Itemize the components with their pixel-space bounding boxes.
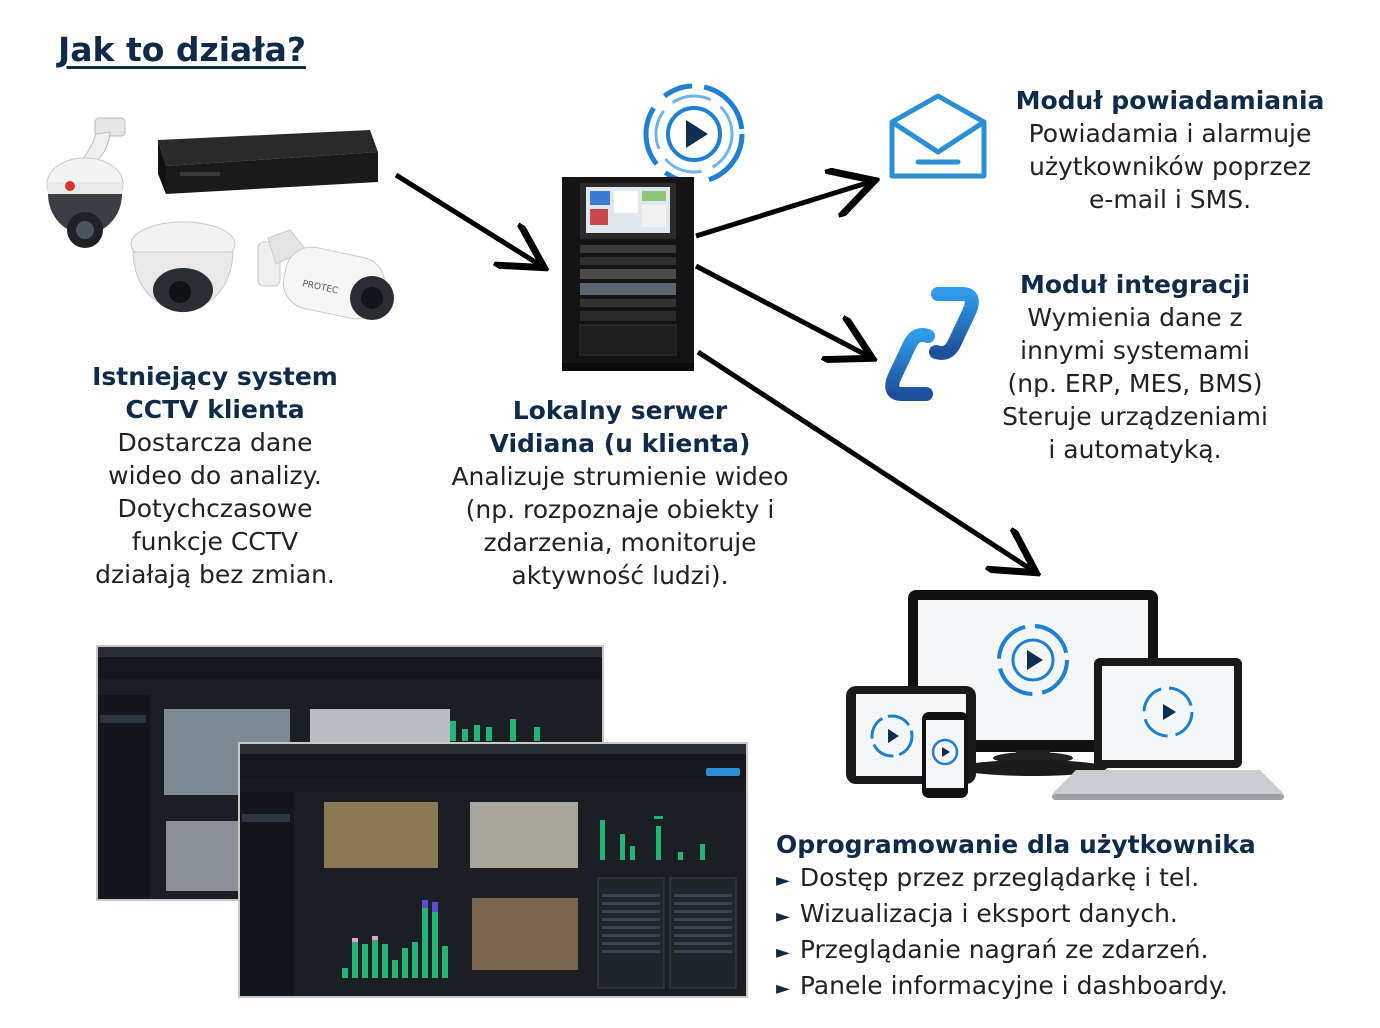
- devices-illustration: [846, 590, 1284, 800]
- bullet-marker-icon: ►: [776, 906, 790, 927]
- integration-module-block: Moduł integracji Wymienia dane z innymi …: [970, 268, 1300, 466]
- vidiana-logo-icon: [643, 83, 745, 185]
- cctv-text-line-1: Dostarcza dane: [117, 428, 313, 457]
- cctv-text-line-2: wideo do analizy.: [108, 461, 322, 490]
- notification-module-block: Moduł powiadamiania Powiadamia i alarmuj…: [990, 84, 1350, 216]
- user-software-heading: Oprogramowanie dla użytkownika: [776, 830, 1256, 859]
- bullet-item: ► Dostęp przez przeglądarkę i tel.: [776, 861, 1346, 897]
- cctv-text-line-5: działają bez zmian.: [95, 560, 335, 589]
- server-block: Lokalny serwer Vidiana (u klienta) Anali…: [400, 394, 840, 592]
- envelope-icon: [889, 93, 987, 179]
- bullet-text: Wizualizacja i eksport danych.: [799, 899, 1178, 928]
- bullet-camera-icon: PROTEC: [257, 229, 394, 320]
- recorder-icon: [158, 130, 378, 194]
- bullet-marker-icon: ►: [776, 942, 790, 963]
- integration-text-line-4: Steruje urządzeniami: [1002, 402, 1268, 431]
- bullet-text: Panele informacyjne i dashboardy.: [799, 971, 1228, 1000]
- arrow-server-to-user: [696, 349, 1032, 570]
- bullet-marker-icon: ►: [776, 870, 790, 891]
- notification-text-line-1: Powiadamia i alarmuje: [1028, 119, 1312, 148]
- dome-camera-icon: [130, 221, 236, 313]
- notification-text-line-2: użytkowników poprzez: [1029, 152, 1311, 181]
- bullet-item: ► Przeglądanie nagrań ze zdarzeń.: [776, 933, 1346, 969]
- cctv-system-block: Istniejący system CCTV klienta Dostarcza…: [40, 360, 390, 591]
- server-text-line-4: aktywność ludzi).: [511, 561, 729, 590]
- cctv-heading-line-1: Istniejący system: [92, 362, 338, 391]
- cctv-text-line-3: Dotychczasowe: [117, 494, 313, 523]
- bullet-text: Przeglądanie nagrań ze zdarzeń.: [799, 935, 1209, 964]
- cctv-text-line-4: funkcje CCTV: [131, 527, 299, 556]
- cctv-equipment-illustration: PROTEC: [46, 117, 394, 320]
- arrow-server-to-integration: [694, 263, 868, 356]
- phone-icon: [922, 712, 968, 798]
- laptop-icon: [1052, 658, 1284, 800]
- server-rack-icon: [562, 177, 694, 371]
- bullet-item: ► Wizualizacja i eksport danych.: [776, 897, 1346, 933]
- notification-text-line-3: e-mail i SMS.: [1088, 185, 1252, 214]
- page-title: Jak to działa?: [58, 30, 306, 69]
- integration-text-line-5: i automatyką.: [1048, 435, 1222, 464]
- arrow-server-to-notification: [695, 182, 870, 239]
- integration-text-line-1: Wymienia dane z: [1027, 303, 1243, 332]
- server-heading-line-1: Lokalny serwer: [512, 396, 728, 425]
- notification-heading: Moduł powiadamiania: [1015, 86, 1325, 115]
- server-text-line-3: zdarzenia, monitoruje: [483, 528, 757, 557]
- server-text-line-2: (np. rozpoznaje obiekty i: [465, 495, 775, 524]
- user-software-block: Oprogramowanie dla użytkownika ► Dostęp p…: [776, 828, 1346, 1005]
- bullet-marker-icon: ►: [776, 978, 790, 999]
- cctv-heading-line-2: CCTV klienta: [125, 395, 305, 424]
- integration-text-line-2: innymi systemami: [1020, 336, 1250, 365]
- integration-heading: Moduł integracji: [1019, 270, 1251, 299]
- arrow-cctv-to-server: [394, 172, 540, 265]
- server-heading-line-2: Vidiana (u klienta): [489, 429, 751, 458]
- violations-by-type-chart: [342, 900, 448, 978]
- bullet-text: Dostęp przez przeglądarkę i tel.: [799, 863, 1200, 892]
- link-icon: [885, 287, 979, 401]
- integration-text-line-3: (np. ERP, MES, BMS): [1007, 369, 1263, 398]
- bullet-item: ► Panele informacyjne i dashboardy.: [776, 969, 1346, 1005]
- ptz-camera-icon: [46, 117, 126, 248]
- dashboard-screenshot-front: [238, 742, 748, 998]
- server-text-line-1: Analizuje strumienie wideo: [451, 462, 789, 491]
